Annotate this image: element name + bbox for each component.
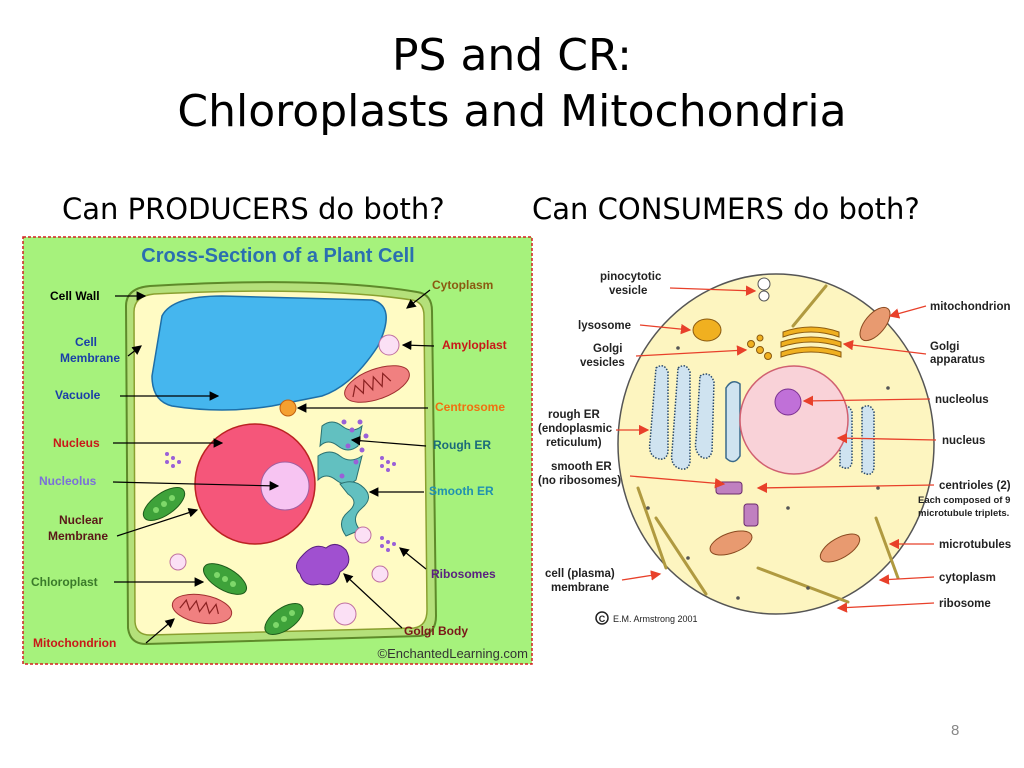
label-cytoplasm: Cytoplasm [432,278,493,292]
animal-nucleolus-shape [774,388,802,416]
centrosome-shape [279,399,297,417]
label-cell-membrane-1: cell (plasma) [545,568,615,580]
label-golgi-apparatus-2: apparatus [930,354,985,366]
smooth-er-shape [339,481,369,537]
label-chloroplast: Chloroplast [31,575,98,589]
label-cell-membrane-2: Membrane [60,351,120,365]
label-nuclear-membrane-1: Nuclear [59,513,103,527]
label-cell-membrane-2: membrane [551,582,609,594]
label-nucleolus: nucleolus [935,394,989,406]
vacuole-shape [151,295,387,411]
label-rough-er: Rough ER [433,438,491,452]
amyloplast-shape [378,334,400,356]
label-rough-er-1: rough ER [548,409,600,421]
smooth-er-loop [725,381,741,463]
slide-title: PS and CR: Chloroplasts and Mitochondria [0,28,1024,140]
label-rough-er-2: (endoplasmic [538,423,613,435]
question-consumers: Can CONSUMERS do both? [532,192,920,226]
animal-nucleus-shape [739,365,849,475]
label-nucleolus: Nucleolus [39,474,97,488]
label-golgi-body: Golgi Body [404,624,468,638]
label-centrioles-note-2: microtubule triplets. [918,508,1009,519]
mitochondrion-shape [344,365,410,403]
label-ribosomes: Ribosomes [431,567,496,581]
label-vacuole: Vacuole [55,388,101,402]
label-mitochondrion: Mitochondrion [33,636,116,650]
animal-cell-diagram: pinocytotic vesicle lysosome Golgi vesic… [538,271,1011,625]
title-line-1: PS and CR: [392,30,632,81]
microtubule-lines [636,284,900,604]
label-nucleus: Nucleus [53,436,100,450]
plant-credit: ©EnchantedLearning.com [377,646,528,661]
label-ribosome: ribosome [939,598,991,610]
lysosome-shape [692,318,722,342]
label-pinocytotic-1: pinocytotic [600,271,662,283]
label-mitochondrion: mitochondrion [930,301,1011,313]
label-golgi-vesicles-2: vesicles [580,357,625,369]
label-amyloplast: Amyloplast [442,338,507,352]
golgi-apparatus-shape [780,326,842,358]
label-centrioles: centrioles (2) [939,480,1011,492]
golgi-shape [296,544,350,586]
label-smooth-er-1: smooth ER [551,461,612,473]
label-golgi-apparatus-1: Golgi [930,341,959,353]
label-smooth-er: Smooth ER [429,484,494,498]
svg-text:C: C [599,614,606,624]
question-producers: Can PRODUCERS do both? [62,192,445,226]
label-smooth-er-2: (no ribosomes) [538,475,621,487]
rough-er-loops [648,365,715,470]
label-nucleus: nucleus [942,435,985,447]
label-golgi-vesicles-1: Golgi [593,343,622,355]
label-cell-membrane-1: Cell [75,335,97,349]
label-centrioles-note-1: Each composed of 9 [918,495,1010,506]
label-cell-wall: Cell Wall [50,289,100,303]
label-cytoplasm: cytoplasm [939,572,996,584]
plant-heading: Cross-Section of a Plant Cell [141,245,414,267]
animal-credit: E.M. Armstrong 2001 [613,614,698,624]
label-nuclear-membrane-2: Membrane [48,529,108,543]
label-centrosome: Centrosome [435,400,505,414]
title-line-2: Chloroplasts and Mitochondria [177,86,847,137]
label-lysosome: lysosome [578,320,631,332]
pinocytotic-vesicle-shape [757,277,771,291]
animal-mitochondria [709,306,891,563]
label-microtubules: microtubules [939,539,1011,551]
plant-cell-diagram: Cross-Section of a Plant Cell [22,236,533,665]
slide-number: 8 [951,722,960,739]
copyright-icon [595,611,609,625]
label-pinocytotic-2: vesicle [609,285,647,297]
label-rough-er-3: reticulum) [546,437,602,449]
